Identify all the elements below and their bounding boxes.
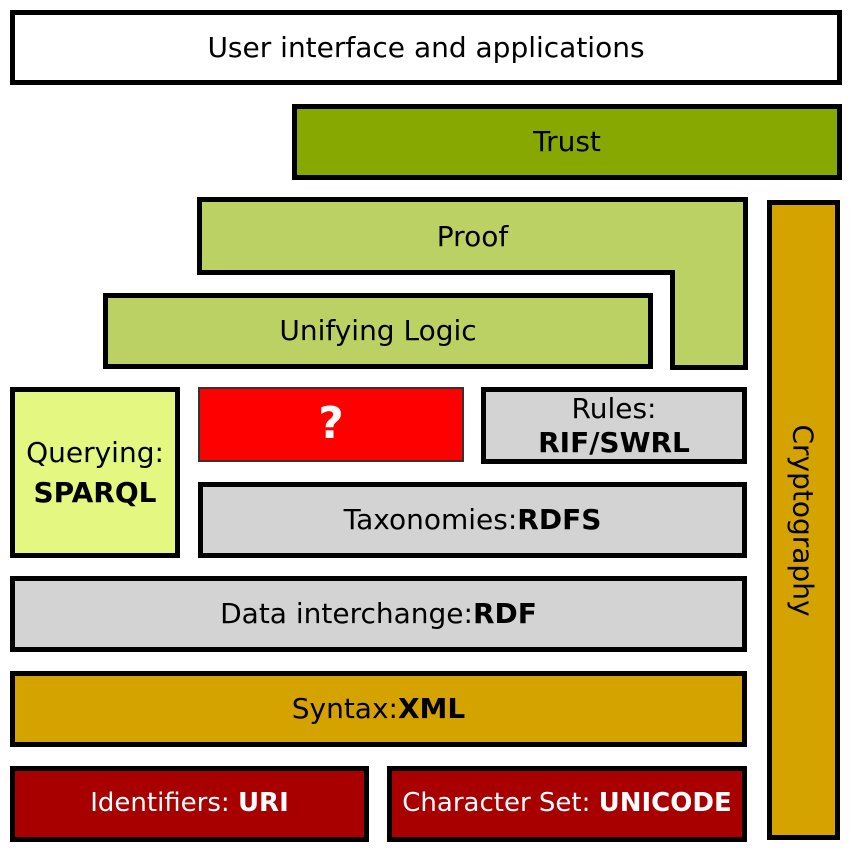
layer-data-interchange: Data interchange:RDF: [10, 576, 747, 652]
layer-identifiers: Identifiers: URI: [10, 766, 369, 842]
layer-syntax-prefix: Syntax:: [291, 692, 398, 726]
layer-proof-label: Proof: [436, 219, 509, 253]
layer-rules-prefix: Rules:: [571, 391, 657, 425]
layer-user-interface-label: User interface and applications: [207, 30, 645, 64]
layer-rules-name: RIF/SWRL: [538, 425, 690, 459]
layer-unknown-label: ?: [318, 398, 344, 450]
layer-taxonomies-prefix: Taxonomies:: [343, 503, 518, 537]
layer-identifiers-prefix: Identifiers:: [90, 788, 238, 819]
layer-character-set-name: UNICODE: [598, 788, 732, 819]
layer-unifying-logic: Unifying Logic: [103, 293, 653, 369]
layer-proof: Proof: [200, 200, 745, 272]
layer-querying-prefix: Querying:: [26, 435, 164, 469]
layer-unifying-logic-label: Unifying Logic: [279, 314, 477, 348]
layer-character-set: Character Set: UNICODE: [387, 766, 747, 842]
layer-data-interchange-prefix: Data interchange:: [220, 597, 473, 631]
layer-cryptography-label: Cryptography: [787, 423, 820, 617]
layer-character-set-prefix: Character Set:: [402, 788, 599, 819]
layer-taxonomies: Taxonomies:RDFS: [198, 482, 747, 558]
layer-querying-name: SPARQL: [33, 475, 157, 509]
layer-proof-outline: [197, 197, 748, 370]
layer-querying: Querying: SPARQL: [10, 387, 180, 558]
layer-data-interchange-name: RDF: [472, 597, 537, 631]
layer-trust: Trust: [292, 104, 842, 180]
layer-taxonomies-name: RDFS: [517, 503, 602, 537]
layer-user-interface: User interface and applications: [10, 10, 842, 85]
layer-identifiers-name: URI: [237, 788, 289, 819]
layer-rules: Rules: RIF/SWRL: [481, 387, 747, 464]
layer-syntax-name: XML: [397, 692, 466, 726]
layer-syntax: Syntax:XML: [10, 671, 747, 747]
layer-cryptography: Cryptography: [767, 200, 840, 840]
layer-trust-label: Trust: [533, 125, 601, 159]
layer-unknown: ?: [198, 387, 464, 462]
